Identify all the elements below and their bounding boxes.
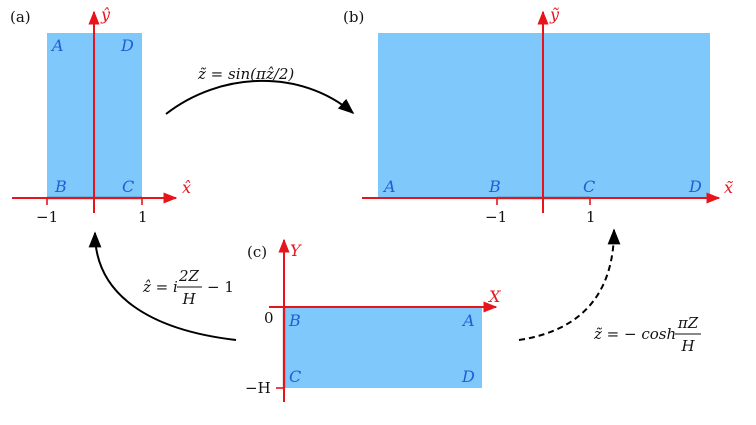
panel-a-tick-label-1: 1: [138, 208, 148, 226]
panel-a-tag: (a): [10, 8, 31, 26]
panel-b-x-label: x̃: [724, 178, 733, 197]
panel-b-corner-D: D: [688, 177, 702, 196]
arrow-c-to-a: [88, 231, 237, 341]
panel-c-tick-label-0: 0: [264, 309, 274, 327]
panel-a-corner-A: A: [50, 36, 64, 55]
panel-c-strip: [284, 307, 482, 388]
panel-a-corner-B: B: [54, 177, 67, 196]
panel-b-tick-label-1: 1: [586, 208, 596, 226]
panel-a-x-label: x̂: [182, 178, 191, 197]
panel-b-tag: (b): [343, 8, 364, 26]
panel-c-tick-label-negH: −H: [245, 379, 271, 397]
panel-b-corner-A: A: [382, 177, 396, 196]
panel-c-y-label: Y: [290, 241, 302, 260]
panel-a-y-label: ŷ: [100, 5, 111, 24]
map-c-to-a-numerator: 2Z: [178, 267, 200, 285]
panel-a-tick-label-neg1: −1: [36, 208, 58, 226]
panel-b-corner-C: C: [583, 177, 595, 196]
arrow-a-to-b: [165, 79, 355, 115]
panel-c-corner-C: C: [289, 367, 301, 386]
panel-c-tag: (c): [247, 243, 267, 261]
panel-b-y-label: ỹ: [549, 5, 560, 24]
map-c-to-a-rhs: − 1: [207, 278, 234, 296]
panel-b: (b) x̃ ỹ A B C D −1 1: [343, 5, 733, 226]
panel-c-x-label: X: [487, 287, 501, 306]
panel-a: (a) x̂ ŷ A D B C −1 1: [10, 5, 191, 226]
map-c-to-a-lhs: ẑ = i: [142, 278, 178, 296]
map-c-to-a-denominator: H: [181, 290, 196, 308]
panel-c: (c) X Y B A C D 0 −H: [245, 238, 501, 402]
map-a-to-b-equation: z̃ = sin(πẑ/2): [197, 65, 294, 83]
panel-b-tick-label-neg1: −1: [485, 208, 507, 226]
panel-c-corner-B: B: [288, 311, 301, 330]
map-c-to-b-lhs: z̃ = − cosh: [593, 325, 676, 343]
panel-a-corner-D: D: [120, 36, 134, 55]
map-c-to-a-equation: ẑ = i 2Z H − 1: [142, 267, 234, 308]
panel-b-corner-B: B: [488, 177, 501, 196]
panel-c-corner-D: D: [461, 367, 475, 386]
arrow-c-to-b-dashed: [518, 228, 621, 341]
panel-a-corner-C: C: [122, 177, 134, 196]
map-c-to-b-equation: z̃ = − cosh πZ H: [593, 314, 701, 355]
map-c-to-b-denominator: H: [680, 337, 695, 355]
panel-c-corner-A: A: [461, 311, 475, 330]
map-c-to-b-numerator: πZ: [677, 314, 699, 332]
